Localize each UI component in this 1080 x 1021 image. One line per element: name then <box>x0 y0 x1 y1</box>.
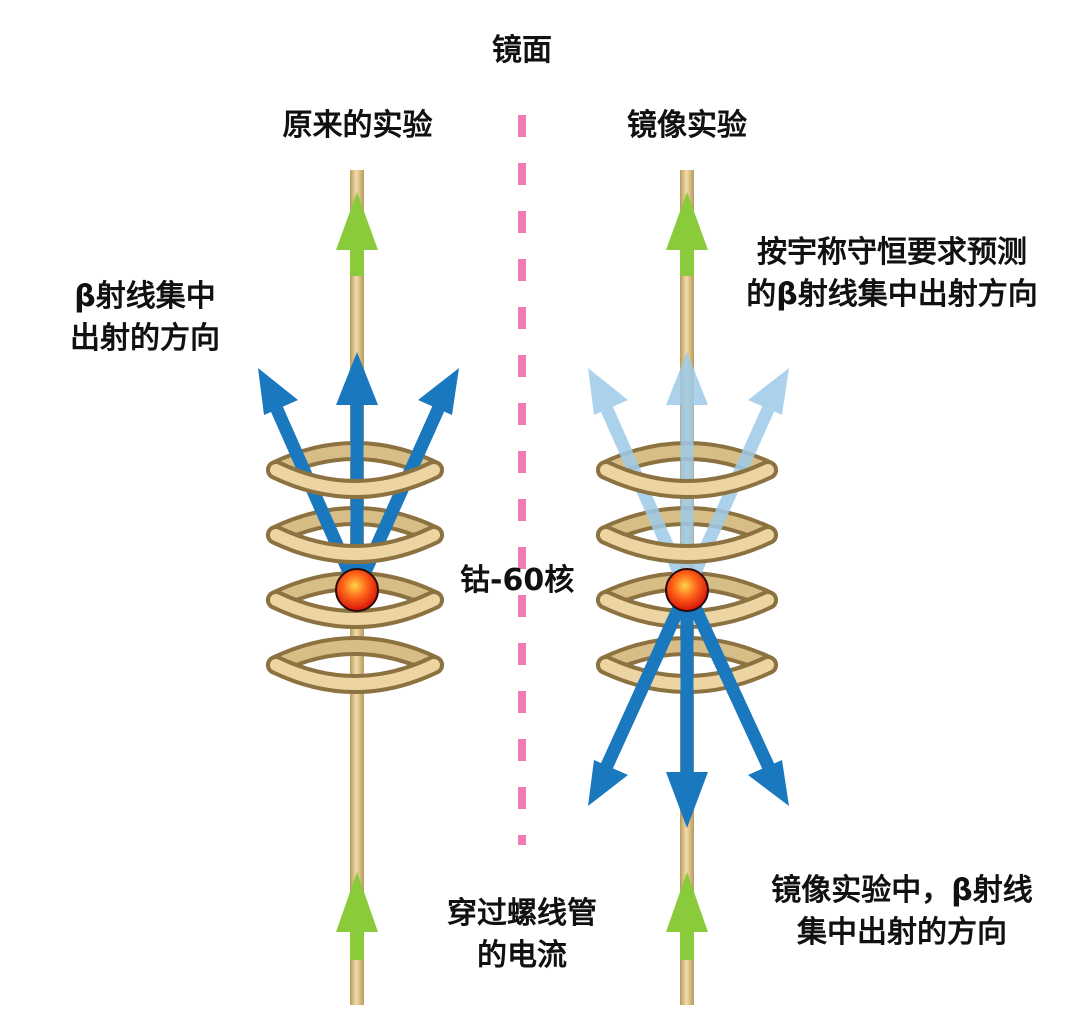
mirror-result-label: 镜像实验中，β射线 集中出射的方向 <box>752 870 1052 954</box>
beta-arrow-down-center-head <box>666 772 708 828</box>
beta-arrow-down-right-head <box>748 760 789 806</box>
current-line1: 穿过螺线管 <box>447 896 597 931</box>
solenoid-front-left <box>266 460 444 694</box>
parity-prediction-line1: 按宇称守恒要求预测 <box>757 235 1027 270</box>
cobalt-nucleus-left <box>335 568 379 612</box>
original-experiment-title: 原来的实验 <box>282 108 433 143</box>
beta-arrow-right-head <box>418 368 459 415</box>
mirror-experiment <box>588 170 789 1005</box>
beta-arrow-down-left-head <box>588 760 628 806</box>
cobalt-label: 钴-60核 <box>460 563 575 598</box>
beta-original-line1: β射线集中 <box>74 279 216 314</box>
parity-prediction-line2: 的β射线集中出射方向 <box>746 277 1038 312</box>
current-line2: 的电流 <box>477 938 567 973</box>
mirror-experiment-title: 镜像实验 <box>627 108 747 143</box>
beta-arrow-center-head <box>336 352 378 405</box>
current-arrows-right <box>666 192 708 960</box>
current-label: 穿过螺线管 的电流 <box>432 893 612 977</box>
parity-prediction-label: 按宇称守恒要求预测 的β射线集中出射方向 <box>722 232 1062 316</box>
mirror-label: 镜面 <box>492 33 552 68</box>
beta-direction-original-label: β射线集中 出射的方向 <box>55 276 235 360</box>
original-experiment <box>258 170 459 1005</box>
mirror-result-line2: 集中出射的方向 <box>797 915 1007 950</box>
current-arrows-left <box>336 192 378 960</box>
beta-arrows-mirror <box>588 587 789 828</box>
beta-arrow-left-head <box>258 368 298 415</box>
beta-original-line2: 出射的方向 <box>70 321 220 356</box>
mirror-result-line1: 镜像实验中，β射线 <box>771 873 1033 908</box>
cobalt-nucleus-right <box>665 568 709 612</box>
